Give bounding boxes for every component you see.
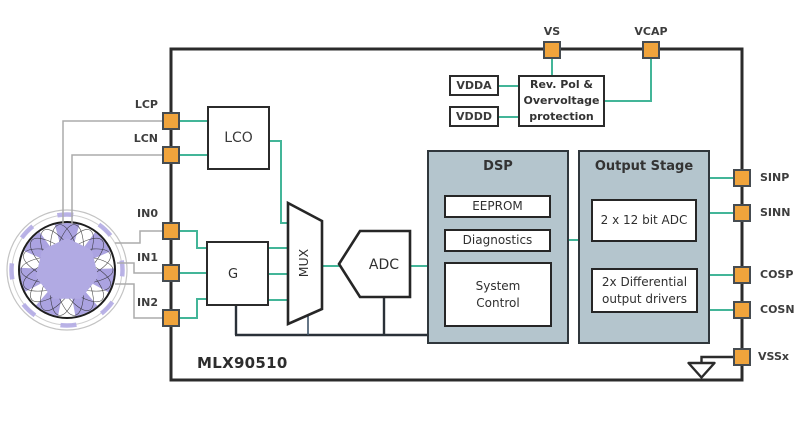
adc12-block: 2 x 12 bit ADC: [591, 199, 697, 242]
protection-block: Rev. Pol & Overvoltage protection: [518, 75, 605, 127]
system-control-block: System Control: [444, 262, 552, 327]
pin-label-vs: VS: [543, 25, 561, 38]
signal-wires: [180, 59, 733, 319]
vddd-block: VDDD: [449, 106, 499, 127]
vdda-label: VDDA: [456, 79, 492, 92]
dsp-block: DSP EEPROM Diagnostics System Control: [427, 150, 569, 344]
resolver-leads: [62, 120, 162, 319]
eeprom-label: EEPROM: [472, 198, 523, 213]
resolver-graphic: [6, 209, 128, 331]
pin-label-in1: IN1: [137, 251, 158, 264]
chip-name: MLX90510: [197, 354, 288, 372]
output-stage-title: Output Stage: [594, 159, 694, 174]
system-control-line1: System: [475, 279, 521, 294]
ground-icon: [687, 355, 733, 379]
pin-in0: [161, 221, 180, 240]
gain-label: G: [227, 267, 239, 282]
pin-label-cosp: COSP: [760, 268, 794, 281]
pin-vcap: [641, 40, 660, 59]
pin-label-in2: IN2: [137, 296, 158, 309]
control-wires: [234, 298, 427, 337]
pin-label-in0: IN0: [137, 207, 158, 220]
pin-in1: [161, 263, 180, 282]
gain-block: [206, 241, 269, 306]
diff-drivers-block: 2x Differential output drivers: [591, 268, 698, 313]
adc12-label: 2 x 12 bit ADC: [600, 212, 688, 227]
pin-lcn: [161, 145, 180, 164]
vdda-block: VDDA: [449, 75, 499, 96]
lco-label: LCO: [224, 130, 253, 146]
pin-sinp: [732, 168, 751, 187]
pin-label-vssx: VSSx: [758, 350, 789, 363]
dsp-title: DSP: [483, 159, 513, 174]
pin-cosn: [732, 300, 751, 319]
adc-shape: [337, 229, 412, 299]
pin-vs: [542, 40, 561, 59]
diff-drivers-line2: output drivers: [602, 291, 687, 306]
diff-drivers-line1: 2x Differential: [601, 275, 688, 290]
pin-in2: [161, 308, 180, 327]
vddd-label: VDDD: [456, 110, 492, 123]
diagnostics-label: Diagnostics: [462, 232, 533, 247]
diagnostics-block: Diagnostics: [444, 229, 551, 252]
protection-line1: Rev. Pol &: [529, 78, 594, 92]
pin-label-cosn: COSN: [760, 303, 795, 316]
adc-label: ADC: [368, 257, 400, 273]
lco-block: LCO: [207, 106, 270, 170]
pin-sinn: [732, 203, 751, 222]
output-stage-block: Output Stage 2 x 12 bit ADC 2x Different…: [578, 150, 710, 344]
pin-label-sinp: SINP: [760, 171, 790, 184]
eeprom-block: EEPROM: [444, 195, 551, 218]
pin-cosp: [732, 265, 751, 284]
pin-label-lcn: LCN: [133, 132, 158, 145]
pin-label-vcap: VCAP: [634, 25, 668, 38]
pin-lcp: [161, 111, 180, 130]
pin-label-lcp: LCP: [134, 98, 158, 111]
system-control-line2: Control: [476, 295, 520, 310]
mux-label: MUX: [296, 248, 311, 278]
pin-label-sinn: SINN: [760, 206, 791, 219]
protection-line3: protection: [529, 109, 594, 123]
pin-vssx: [732, 347, 751, 366]
mux-shape: [286, 200, 324, 326]
protection-line2: Overvoltage: [523, 94, 600, 108]
